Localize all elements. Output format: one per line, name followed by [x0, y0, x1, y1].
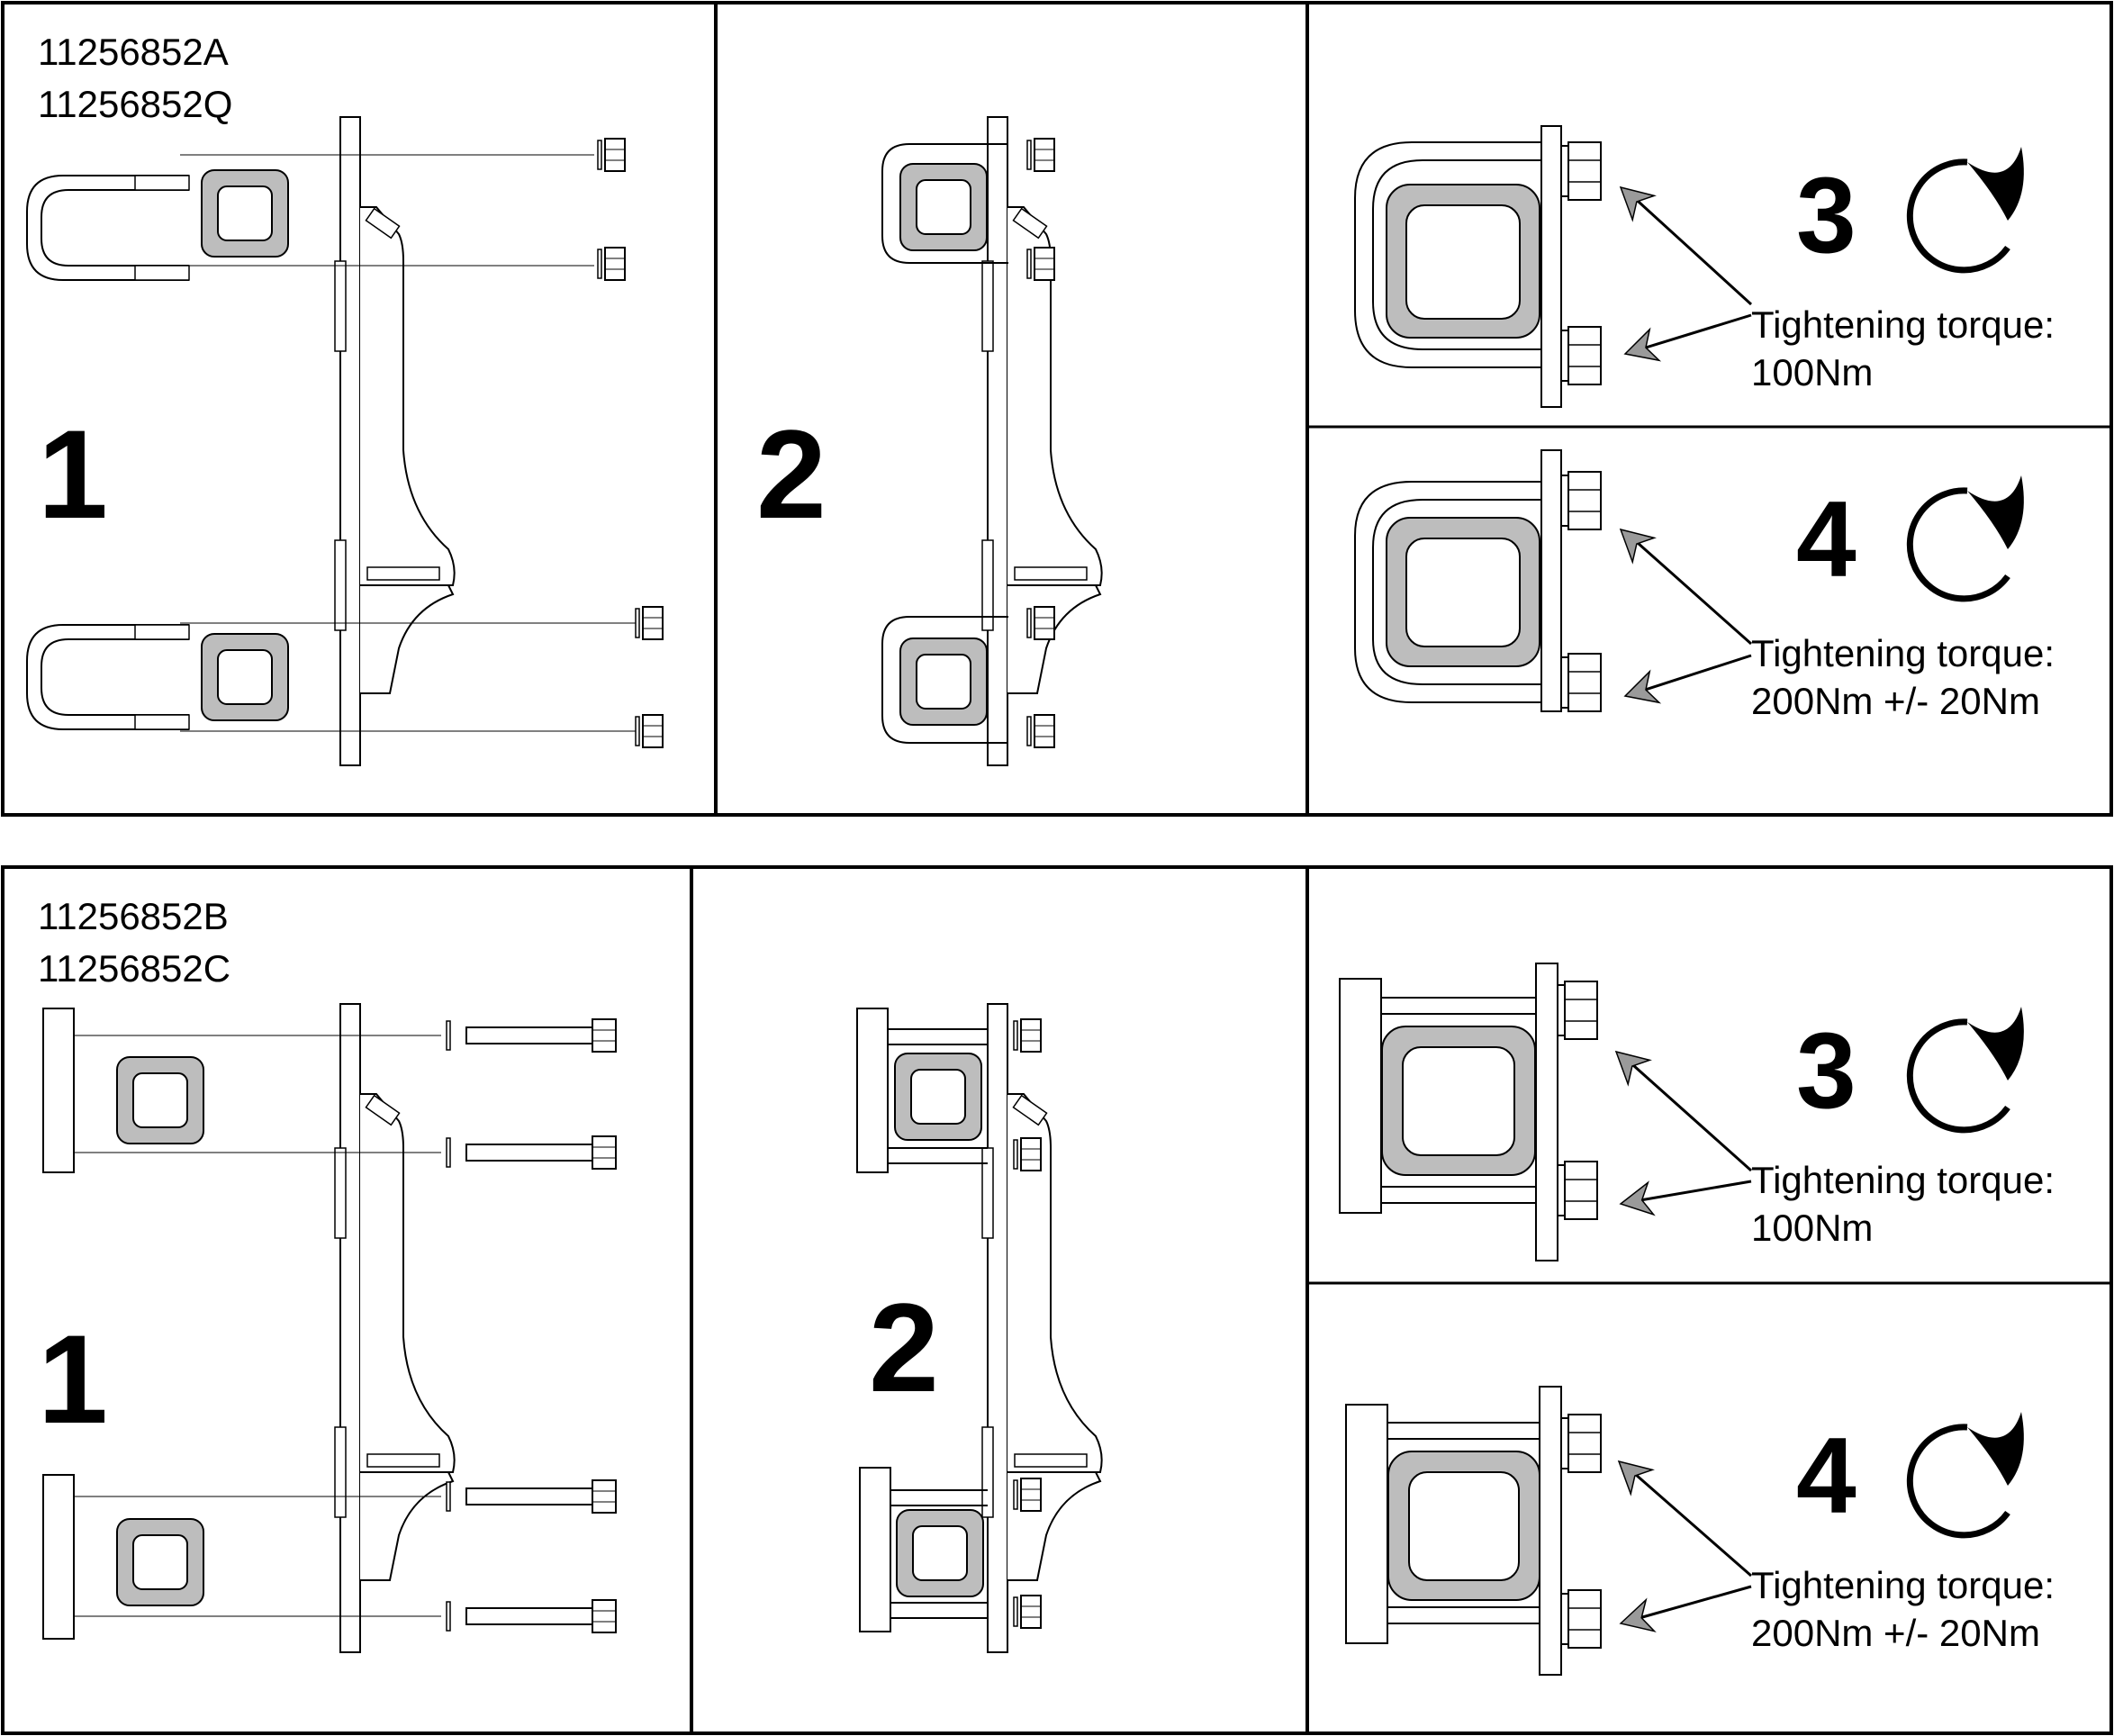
torque-label: Tightening torque: [1751, 632, 2055, 674]
step-number-3: 3 [1796, 155, 1857, 276]
step-number-1: 1 [38, 1308, 108, 1450]
top-panel-step3: 3 Tightening torque: 100Nm [1354, 125, 2055, 408]
torque-value: 200Nm +/- 20Nm [1751, 680, 2040, 722]
bottom-section: 11256852B 11256852C 1 2 [1, 865, 2113, 1735]
bottom-panel-step2: 2 [856, 1003, 1103, 1653]
top-panel-step1: 11256852A 11256852Q 1 [26, 31, 664, 766]
part-number-1: 11256852A [38, 31, 229, 73]
torque-value: 100Nm [1751, 1207, 1873, 1249]
top-panel-step2: 2 [756, 116, 1103, 766]
rotate-clockwise-icon [1910, 1007, 2024, 1130]
bottom-panel-step3: 3 Tightening torque: 100Nm [1339, 963, 2055, 1261]
step-number-3: 3 [1796, 1010, 1857, 1131]
torque-value: 100Nm [1751, 351, 1873, 393]
step-number-4: 4 [1796, 479, 1857, 600]
torque-value: 200Nm +/- 20Nm [1751, 1612, 2040, 1654]
step-number-2: 2 [869, 1277, 939, 1418]
step-number-1: 1 [38, 403, 108, 545]
rotate-clockwise-icon [1910, 1412, 2024, 1535]
torque-label: Tightening torque: [1751, 1159, 2055, 1201]
bottom-panel-step4: 4 Tightening torque: 200Nm +/- 20Nm [1345, 1386, 2055, 1676]
part-number-1: 11256852B [38, 895, 229, 937]
torque-label: Tightening torque: [1751, 303, 2055, 346]
torque-label: Tightening torque: [1751, 1564, 2055, 1606]
part-number-2: 11256852Q [38, 83, 232, 125]
step-number-4: 4 [1796, 1415, 1857, 1536]
top-panel-step4: 4 Tightening torque: 200Nm +/- 20Nm [1354, 449, 2055, 722]
part-number-2: 11256852C [38, 947, 230, 990]
rotate-clockwise-icon [1910, 147, 2024, 270]
rotate-clockwise-icon [1910, 475, 2024, 599]
top-section: 11256852A 11256852Q 1 2 [1, 1, 2113, 817]
bottom-panel-step1: 11256852B 11256852C 1 [38, 895, 617, 1653]
step-number-2: 2 [756, 403, 827, 545]
